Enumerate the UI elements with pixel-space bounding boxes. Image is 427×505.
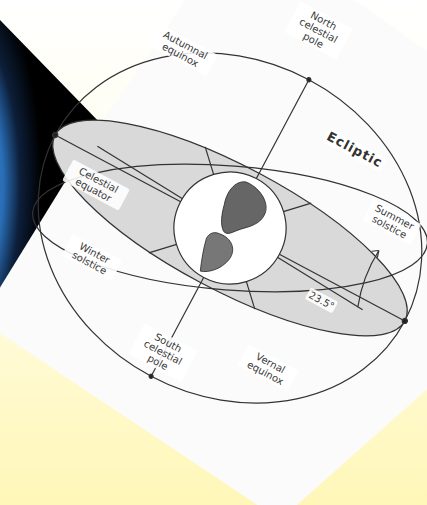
- ecliptic-circle: [28, 151, 427, 306]
- sphere-line: [149, 147, 311, 309]
- sphere-line: [149, 147, 311, 309]
- point: [148, 374, 153, 379]
- solstice-line: [74, 146, 386, 309]
- celestial-equator-plane: [26, 80, 427, 375]
- angle-arrow: [370, 248, 380, 258]
- point: [306, 77, 311, 82]
- point: [52, 132, 59, 139]
- angle-arc: [350, 250, 386, 307]
- polar-axis: [151, 80, 309, 377]
- continent: [191, 229, 238, 281]
- equinox-line: [55, 135, 405, 321]
- point: [401, 318, 408, 325]
- earth-globe: [154, 152, 305, 303]
- celestial-sphere: [0, 0, 427, 469]
